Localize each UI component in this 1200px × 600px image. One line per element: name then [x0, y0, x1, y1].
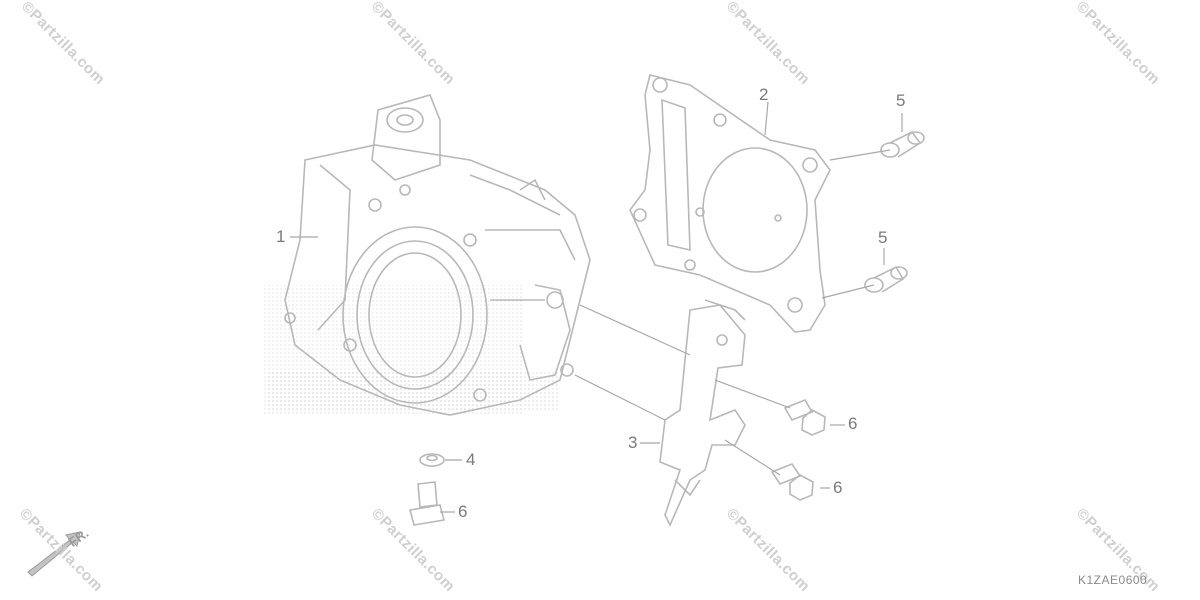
cylinder-part: [284, 94, 591, 416]
washer-part: [419, 453, 445, 467]
gasket-part: [629, 74, 831, 333]
flange-bolt-middle: [770, 463, 814, 501]
callout-6-lower: 6: [458, 502, 468, 521]
front-direction-arrow: [27, 531, 81, 577]
flange-bolt-lower: [409, 481, 445, 526]
dowel-pin-lower: [864, 265, 908, 293]
callout-6-middle: 6: [833, 478, 843, 497]
callout-6-upper: 6: [848, 414, 858, 433]
callout-5-upper: 5: [896, 91, 906, 110]
callout-3: 3: [628, 433, 638, 452]
callout-5-lower: 5: [878, 228, 888, 247]
bracket-part: [659, 299, 746, 527]
callout-1: 1: [276, 227, 286, 246]
dowel-pin-upper: [880, 130, 925, 158]
background-logo-shape: [262, 285, 558, 415]
callout-2: 2: [759, 85, 769, 104]
leader-lines: [290, 101, 903, 513]
diagram-code: K1ZAE0600: [1078, 573, 1148, 587]
flange-bolt-upper: [783, 399, 826, 436]
callout-4: 4: [466, 450, 476, 469]
